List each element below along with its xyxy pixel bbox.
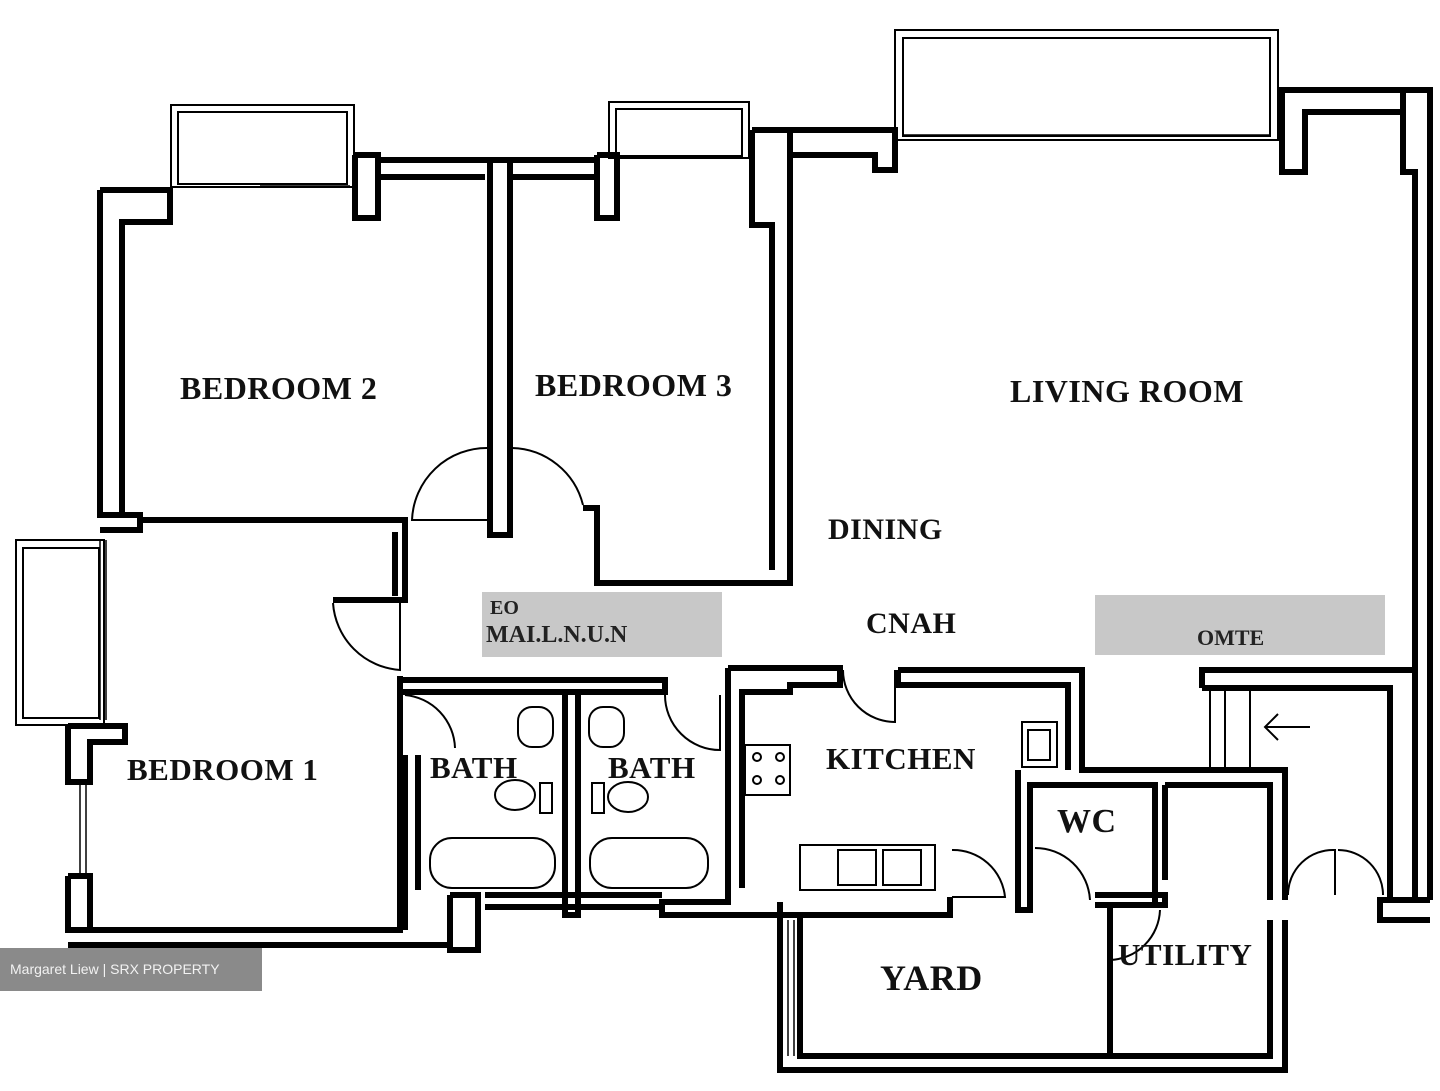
door-bedroom-1 xyxy=(332,602,401,672)
label-yard: YARD xyxy=(880,958,983,998)
smudge-text-left-1: EO xyxy=(490,597,519,619)
label-hall: CNAH xyxy=(866,607,957,640)
door-bedroom-3 xyxy=(511,447,584,506)
label-living-room: LIVING ROOM xyxy=(1010,373,1244,409)
bathtub-left xyxy=(429,837,556,889)
label-bedroom-3: BEDROOM 3 xyxy=(535,367,733,403)
door-bath-left xyxy=(404,694,456,749)
door-main xyxy=(1286,848,1336,896)
windows xyxy=(79,134,1270,1056)
door-kitchen xyxy=(842,669,896,724)
label-bedroom-1: BEDROOM 1 xyxy=(127,752,319,787)
smudge-text-right: OMTE xyxy=(1197,625,1265,650)
kitchen-sink xyxy=(799,844,936,891)
door-bedroom-2 xyxy=(410,446,489,521)
label-utility: UTILITY xyxy=(1118,937,1253,972)
label-bath-left: BATH xyxy=(430,750,518,785)
label-wc: WC xyxy=(1057,803,1117,840)
doors xyxy=(332,446,1384,961)
door-utility xyxy=(1109,909,1161,961)
smudge-text-left-2: MAI.L.N.U.N xyxy=(486,622,628,648)
label-bedroom-2: BEDROOM 2 xyxy=(180,370,378,406)
watermark-banner: Margaret Liew | SRX PROPERTY xyxy=(0,948,262,991)
door-bath-right xyxy=(664,694,721,752)
balcony-living xyxy=(894,29,1279,141)
label-kitchen: KITCHEN xyxy=(826,741,976,776)
bathtub-right xyxy=(589,837,709,889)
stove xyxy=(744,744,791,796)
door-main-2 xyxy=(1337,849,1384,896)
exterior-walls xyxy=(65,87,1433,1073)
smudge-block-left xyxy=(482,592,722,657)
balcony-bedroom-2 xyxy=(170,104,355,188)
door-kitchen-yard xyxy=(951,848,1007,898)
smudge-block-right xyxy=(1095,595,1385,655)
label-bath-right: BATH xyxy=(608,750,696,785)
door-wc xyxy=(1034,846,1091,901)
label-dining: DINING xyxy=(828,513,943,546)
balcony-bedroom-3 xyxy=(608,101,750,159)
balcony-bedroom-1 xyxy=(15,539,105,726)
fixtures xyxy=(429,706,1310,891)
